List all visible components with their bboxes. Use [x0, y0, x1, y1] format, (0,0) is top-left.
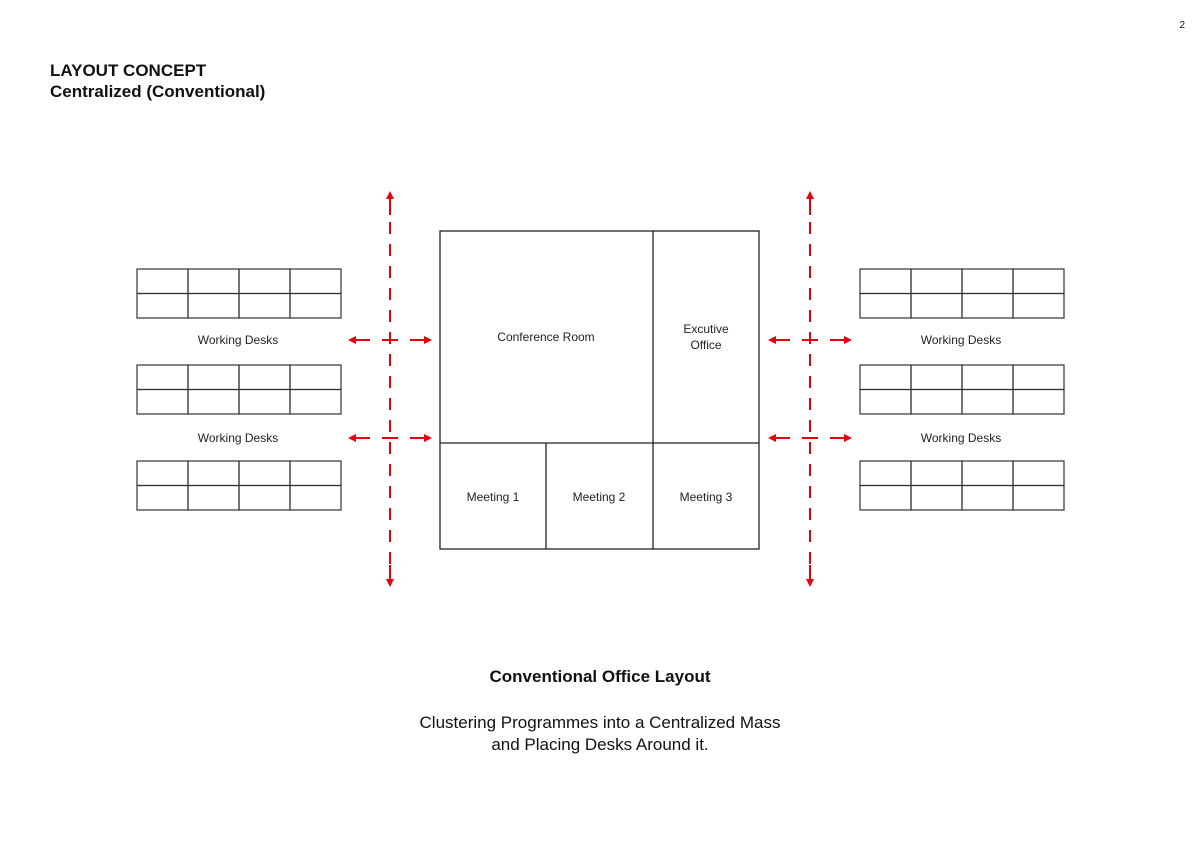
desk	[1012, 292, 1065, 319]
meeting-2-label: Meeting 2	[573, 490, 626, 504]
caption-body: Clustering Programmes into a Centralized…	[0, 712, 1200, 756]
caption-line-2: and Placing Desks Around it.	[491, 735, 709, 754]
executive-office-label-2: Office	[690, 338, 721, 352]
caption-heading: Conventional Office Layout	[489, 667, 711, 686]
desk	[289, 388, 342, 415]
desk	[1012, 388, 1065, 415]
desk	[187, 268, 240, 295]
conference-room-label: Conference Room	[497, 330, 594, 344]
desk	[187, 388, 240, 415]
working-desks-label: Working Desks	[198, 333, 278, 347]
title-subtitle: Centralized (Conventional)	[50, 82, 266, 101]
desk	[910, 388, 963, 415]
desk	[1012, 364, 1065, 391]
caption-line-1: Clustering Programmes into a Centralized…	[419, 713, 781, 732]
desk	[1012, 460, 1065, 487]
desk	[187, 460, 240, 487]
desk	[238, 268, 291, 295]
desk	[1012, 484, 1065, 511]
desk	[187, 292, 240, 319]
desk	[859, 364, 912, 391]
desk	[136, 292, 189, 319]
desk	[910, 484, 963, 511]
circulation-arrows	[348, 191, 852, 587]
working-desks-label: Working Desks	[921, 333, 1001, 347]
desk	[961, 292, 1014, 319]
desk	[136, 364, 189, 391]
desk	[238, 292, 291, 319]
desk	[289, 292, 342, 319]
desk	[910, 292, 963, 319]
desk-blocks	[136, 268, 1065, 511]
desk	[238, 460, 291, 487]
desk	[859, 292, 912, 319]
desk	[289, 268, 342, 295]
desk	[1012, 268, 1065, 295]
desk	[238, 364, 291, 391]
desk	[136, 484, 189, 511]
desk	[859, 268, 912, 295]
desk	[238, 388, 291, 415]
desk	[289, 364, 342, 391]
desk	[187, 364, 240, 391]
central-mass-outline	[439, 230, 760, 550]
desk	[136, 388, 189, 415]
desk	[289, 484, 342, 511]
meeting-3-label: Meeting 3	[680, 490, 733, 504]
page-number: 2	[1179, 20, 1185, 31]
desk	[136, 268, 189, 295]
central-mass	[439, 230, 760, 550]
desk	[187, 484, 240, 511]
working-desks-label: Working Desks	[198, 431, 278, 445]
working-desks-label: Working Desks	[921, 431, 1001, 445]
meeting-1-label: Meeting 1	[467, 490, 520, 504]
executive-office-label: Excutive	[683, 322, 729, 336]
desk	[859, 388, 912, 415]
desk	[289, 460, 342, 487]
desk	[961, 364, 1014, 391]
desk	[859, 460, 912, 487]
desk	[859, 484, 912, 511]
title-heading: LAYOUT CONCEPT	[50, 61, 207, 80]
desk	[961, 460, 1014, 487]
desk	[910, 268, 963, 295]
desk	[136, 460, 189, 487]
desk	[910, 364, 963, 391]
desk	[961, 388, 1014, 415]
desk	[961, 268, 1014, 295]
desk	[961, 484, 1014, 511]
desk	[238, 484, 291, 511]
desk	[910, 460, 963, 487]
page-title: LAYOUT CONCEPT Centralized (Conventional…	[50, 60, 265, 102]
